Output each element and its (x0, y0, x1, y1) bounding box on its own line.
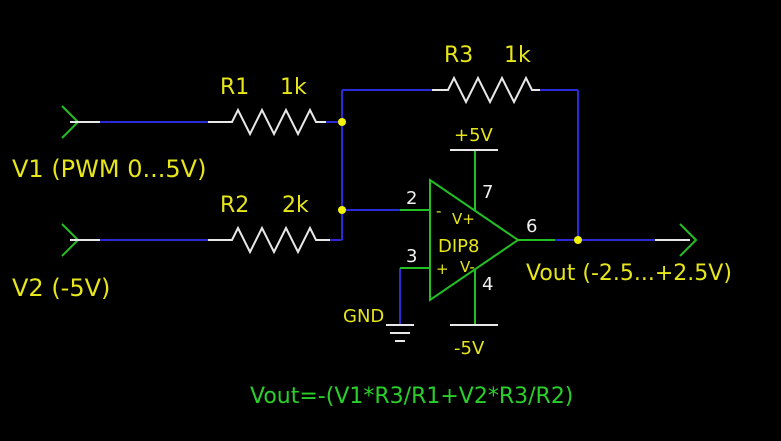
ground-label: GND (343, 306, 384, 327)
input-v2-label: V2 (-5V) (12, 274, 110, 302)
junction-output-node (574, 236, 582, 244)
resistor-r1-symbol (208, 107, 326, 137)
opamp-vminus-label: V- (460, 258, 475, 276)
opamp-vplus-label: V+ (452, 210, 475, 228)
ground-symbol-icon (386, 324, 414, 342)
r2-name-label: R2 (220, 193, 249, 218)
r3-value-label: 1k (504, 43, 531, 68)
resistor-r2-symbol (208, 225, 330, 255)
opamp-noninverting-sign: + (436, 260, 449, 278)
opamp-pin7-number: 7 (482, 182, 493, 203)
negative-supply-label: -5V (454, 338, 485, 359)
junction-r1-node (338, 118, 346, 126)
opamp-pin3-number: 3 (406, 246, 417, 267)
input-v1-label: V1 (PWM 0...5V) (12, 155, 206, 183)
transfer-formula: Vout=-(V1*R3/R1+V2*R3/R2) (250, 384, 573, 409)
output-arrow-icon (679, 223, 698, 257)
r2-value-label: 2k (282, 193, 309, 218)
resistor-r3-symbol (432, 75, 540, 105)
opamp-pin6-number: 6 (526, 216, 537, 237)
r1-value-label: 1k (280, 75, 307, 100)
opamp-pin2-number: 2 (406, 188, 417, 209)
output-label: Vout (-2.5...+2.5V) (526, 261, 732, 286)
positive-supply-label: +5V (454, 125, 494, 146)
r3-name-label: R3 (444, 43, 473, 68)
junction-summing-node (338, 206, 346, 214)
opamp-pin4-number: 4 (482, 274, 493, 295)
opamp-inverting-sign: - (436, 202, 441, 220)
r1-name-label: R1 (220, 75, 249, 100)
opamp-package-label: DIP8 (438, 236, 479, 257)
